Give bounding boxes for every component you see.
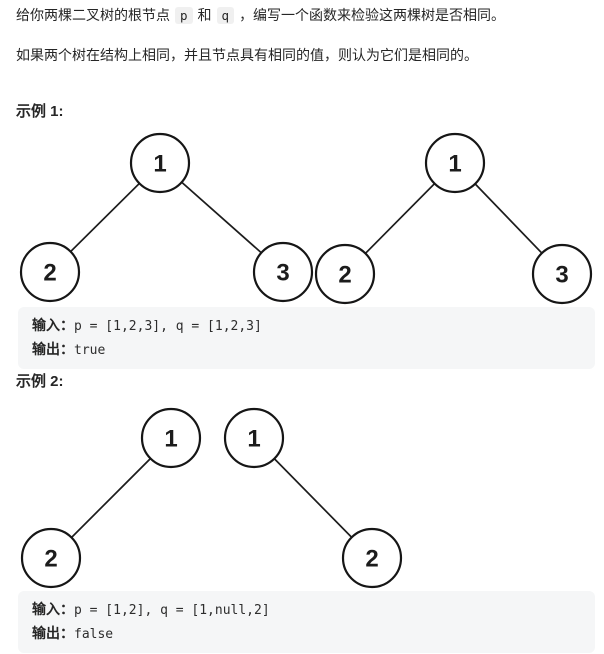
output-label: 输出： — [32, 625, 74, 641]
input-label: 输入： — [32, 317, 74, 333]
statement-text: ，编写一个函数来检验这两棵树是否相同。 — [239, 7, 506, 23]
example-2-io-block: 输入：p = [1,2], q = [1,null,2] 输出：false — [18, 591, 595, 653]
inline-code-p: p — [175, 7, 193, 24]
output-value: false — [74, 627, 114, 642]
example-1-io-block: 输入：p = [1,2,3], q = [1,2,3] 输出：true — [18, 307, 595, 369]
tree-node-circle — [424, 132, 486, 194]
input-label: 输入： — [32, 601, 74, 617]
example-1-tree-figure: 1 2 3 1 2 3 — [19, 132, 593, 305]
tree-node-value: 2 — [338, 262, 351, 289]
tree-node-circle — [20, 527, 82, 589]
tree-node-value: 3 — [555, 262, 568, 289]
tree-node-value: 2 — [44, 546, 57, 573]
example-2-label: 示例 2: — [16, 373, 64, 390]
tree-node-circle — [314, 243, 376, 305]
tree-node-value: 2 — [43, 260, 56, 287]
tree-node-circle — [252, 241, 314, 303]
statement-text: 如果两个树在结构上相同，并且节点具有相同的值，则认为它们是相同的。 — [16, 47, 478, 63]
example-1-output-line: 输出：true — [32, 338, 581, 362]
example-1-label: 示例 1: — [16, 103, 64, 120]
input-value: p = [1,2,3], q = [1,2,3] — [74, 319, 262, 334]
tree-node-value: 1 — [153, 151, 166, 178]
tree-node-circle — [129, 132, 191, 194]
tree-node-value: 1 — [448, 151, 461, 178]
tree-node-value: 1 — [247, 426, 260, 453]
output-label: 输出： — [32, 341, 74, 357]
example-2-tree-figure: 1 2 1 2 — [20, 407, 403, 589]
example-2-input-line: 输入：p = [1,2], q = [1,null,2] — [32, 598, 581, 622]
statement-text: 给你两棵二叉树的根节点 — [16, 7, 170, 23]
tree-node-circle — [531, 243, 593, 305]
tree-node-value: 2 — [365, 546, 378, 573]
tree-node-circle — [223, 407, 285, 469]
problem-statement-line-2: 如果两个树在结构上相同，并且节点具有相同的值，则认为它们是相同的。 — [16, 44, 594, 66]
example-1-input-line: 输入：p = [1,2,3], q = [1,2,3] — [32, 314, 581, 338]
tree-node-circle — [341, 527, 403, 589]
tree-node-circle — [19, 241, 81, 303]
statement-text: 和 — [197, 7, 212, 23]
input-value: p = [1,2], q = [1,null,2] — [74, 603, 270, 618]
tree-node-value: 1 — [164, 426, 177, 453]
tree-node-circle — [140, 407, 202, 469]
output-value: true — [74, 343, 106, 358]
inline-code-q: q — [216, 7, 235, 24]
tree-node-value: 3 — [276, 260, 289, 287]
example-2-output-line: 输出：false — [32, 622, 581, 646]
